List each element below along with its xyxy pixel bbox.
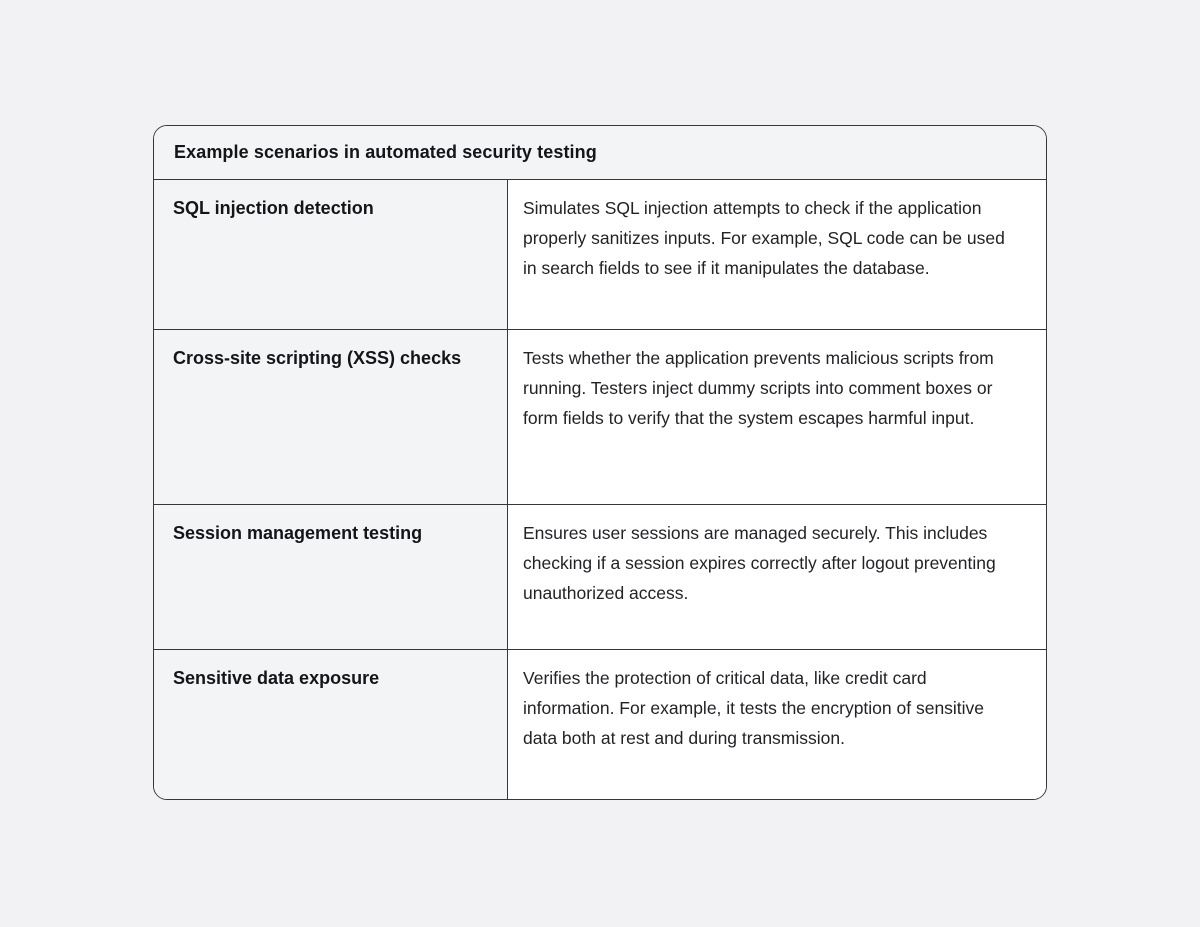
table-title: Example scenarios in automated security … <box>154 126 1046 180</box>
row-description-sql-injection: Simulates SQL injection attempts to chec… <box>508 180 1046 329</box>
table-row: Session management testing Ensures user … <box>154 505 1046 650</box>
row-description-xss-checks: Tests whether the application prevents m… <box>508 330 1046 504</box>
row-label-xss-checks: Cross-site scripting (XSS) checks <box>154 330 508 504</box>
table-row: Sensitive data exposure Verifies the pro… <box>154 650 1046 799</box>
row-description-sensitive-data: Verifies the protection of critical data… <box>508 650 1046 799</box>
row-label-session-management: Session management testing <box>154 505 508 649</box>
row-label-sensitive-data: Sensitive data exposure <box>154 650 508 799</box>
table-row: SQL injection detection Simulates SQL in… <box>154 180 1046 330</box>
row-description-session-management: Ensures user sessions are managed secure… <box>508 505 1046 649</box>
row-label-sql-injection: SQL injection detection <box>154 180 508 329</box>
table-row: Cross-site scripting (XSS) checks Tests … <box>154 330 1046 505</box>
security-testing-table: Example scenarios in automated security … <box>153 125 1047 800</box>
